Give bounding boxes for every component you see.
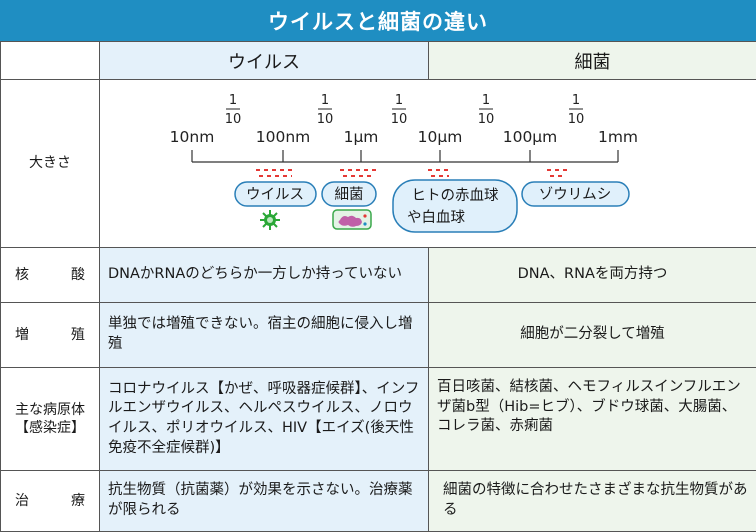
treatment-virus: 抗生物質（抗菌薬）が効果を示さない。治療薬が限られる	[100, 471, 429, 532]
page-title: ウイルスと細菌の違い	[0, 0, 756, 41]
replication-label: 増 殖	[1, 303, 100, 368]
bacteria-icon	[333, 210, 371, 229]
fraction-5: 1 10	[568, 93, 585, 127]
fraction-4: 1 10	[478, 93, 495, 127]
replication-row: 増 殖 単独では増殖できない。宿主の細胞に侵入し増殖 細胞が二分裂して増殖	[1, 303, 756, 368]
organism-bacteria: 細菌	[322, 182, 376, 206]
pathogen-examples-virus: コロナウイルス【かぜ、呼吸器症候群】、インフルエンザウイルス、ヘルペスウイルス、…	[100, 368, 429, 471]
tick-label-1mm: 1mm	[598, 128, 638, 146]
fraction-numerator: 1	[321, 93, 329, 108]
fraction-numerator: 1	[572, 93, 580, 108]
tick-label-10um: 10μm	[418, 128, 463, 146]
fraction-3: 1 10	[391, 93, 408, 127]
replication-bacteria: 細胞が二分裂して増殖	[429, 303, 756, 368]
treatment-bacteria: 細菌の特徴に合わせたさまざまな抗生物質がある	[429, 471, 756, 532]
tick-label-100nm: 100nm	[256, 128, 311, 146]
fraction-numerator: 1	[229, 93, 237, 108]
fraction-denominator: 10	[568, 112, 585, 127]
organism-paramecium-label: ゾウリムシ	[539, 186, 612, 203]
header-virus: ウイルス	[100, 42, 429, 80]
tick-label-100um: 100μm	[503, 128, 558, 146]
nucleic-acid-virus: DNAかRNAのどちらか一方しか持っていない	[100, 248, 429, 303]
organism-blood-cells-line1: ヒトの赤血球	[412, 187, 499, 204]
virus-icon	[260, 210, 280, 230]
organism-paramecium: ゾウリムシ	[522, 182, 629, 206]
fraction-1: 1 10	[225, 93, 242, 127]
organism-blood-cells: ヒトの赤血球 や白血球	[393, 180, 517, 232]
size-row: 大きさ 1 10 1 10	[1, 80, 756, 248]
fraction-2: 1 10	[317, 93, 334, 127]
treatment-row: 治 療 抗生物質（抗菌薬）が効果を示さない。治療薬が限られる 細菌の特徴に合わせ…	[1, 471, 756, 532]
replication-virus: 単独では増殖できない。宿主の細胞に侵入し増殖	[100, 303, 429, 368]
organism-blood-cells-line2: や白血球	[407, 209, 465, 226]
pathogen-examples-bacteria: 百日咳菌、結核菌、ヘモフィルスインフルエンザ菌b型（Hib=ヒブ）、ブドウ球菌、…	[429, 368, 756, 471]
size-scale-diagram: 1 10 1 10 1 10	[100, 80, 756, 247]
fraction-numerator: 1	[395, 93, 403, 108]
scale-axis	[192, 150, 618, 162]
tick-label-1um: 1μm	[344, 128, 379, 146]
fraction-denominator: 10	[225, 112, 242, 127]
pathogen-examples-label-line1: 主な病原体	[1, 401, 99, 419]
size-range-markers	[256, 170, 567, 176]
size-scale-cell: 1 10 1 10 1 10	[100, 80, 756, 248]
pathogen-examples-row: 主な病原体 【感染症】 コロナウイルス【かぜ、呼吸器症候群】、インフルエンザウイ…	[1, 368, 756, 471]
organism-virus: ウイルス	[235, 182, 316, 206]
fraction-denominator: 10	[478, 112, 495, 127]
tick-label-10nm: 10nm	[170, 128, 215, 146]
treatment-label: 治 療	[1, 471, 100, 532]
fraction-denominator: 10	[391, 112, 408, 127]
comparison-table: ウイルス 細菌 大きさ 1 10 1	[0, 41, 756, 532]
table-header-row: ウイルス 細菌	[1, 42, 756, 80]
header-bacteria: 細菌	[429, 42, 756, 80]
organism-bacteria-label: 細菌	[335, 186, 364, 203]
pathogen-examples-label-line2: 【感染症】	[1, 419, 99, 437]
header-blank-cell	[1, 42, 100, 80]
fraction-denominator: 10	[317, 112, 334, 127]
comparison-figure: ウイルスと細菌の違い ウイルス 細菌 大きさ 1 10	[0, 0, 756, 501]
organism-virus-label: ウイルス	[246, 186, 304, 203]
size-row-label: 大きさ	[1, 80, 100, 248]
pathogen-examples-label: 主な病原体 【感染症】	[1, 368, 100, 471]
fraction-numerator: 1	[482, 93, 490, 108]
nucleic-acid-row: 核 酸 DNAかRNAのどちらか一方しか持っていない DNA、RNAを両方持つ	[1, 248, 756, 303]
nucleic-acid-label: 核 酸	[1, 248, 100, 303]
nucleic-acid-bacteria: DNA、RNAを両方持つ	[429, 248, 756, 303]
